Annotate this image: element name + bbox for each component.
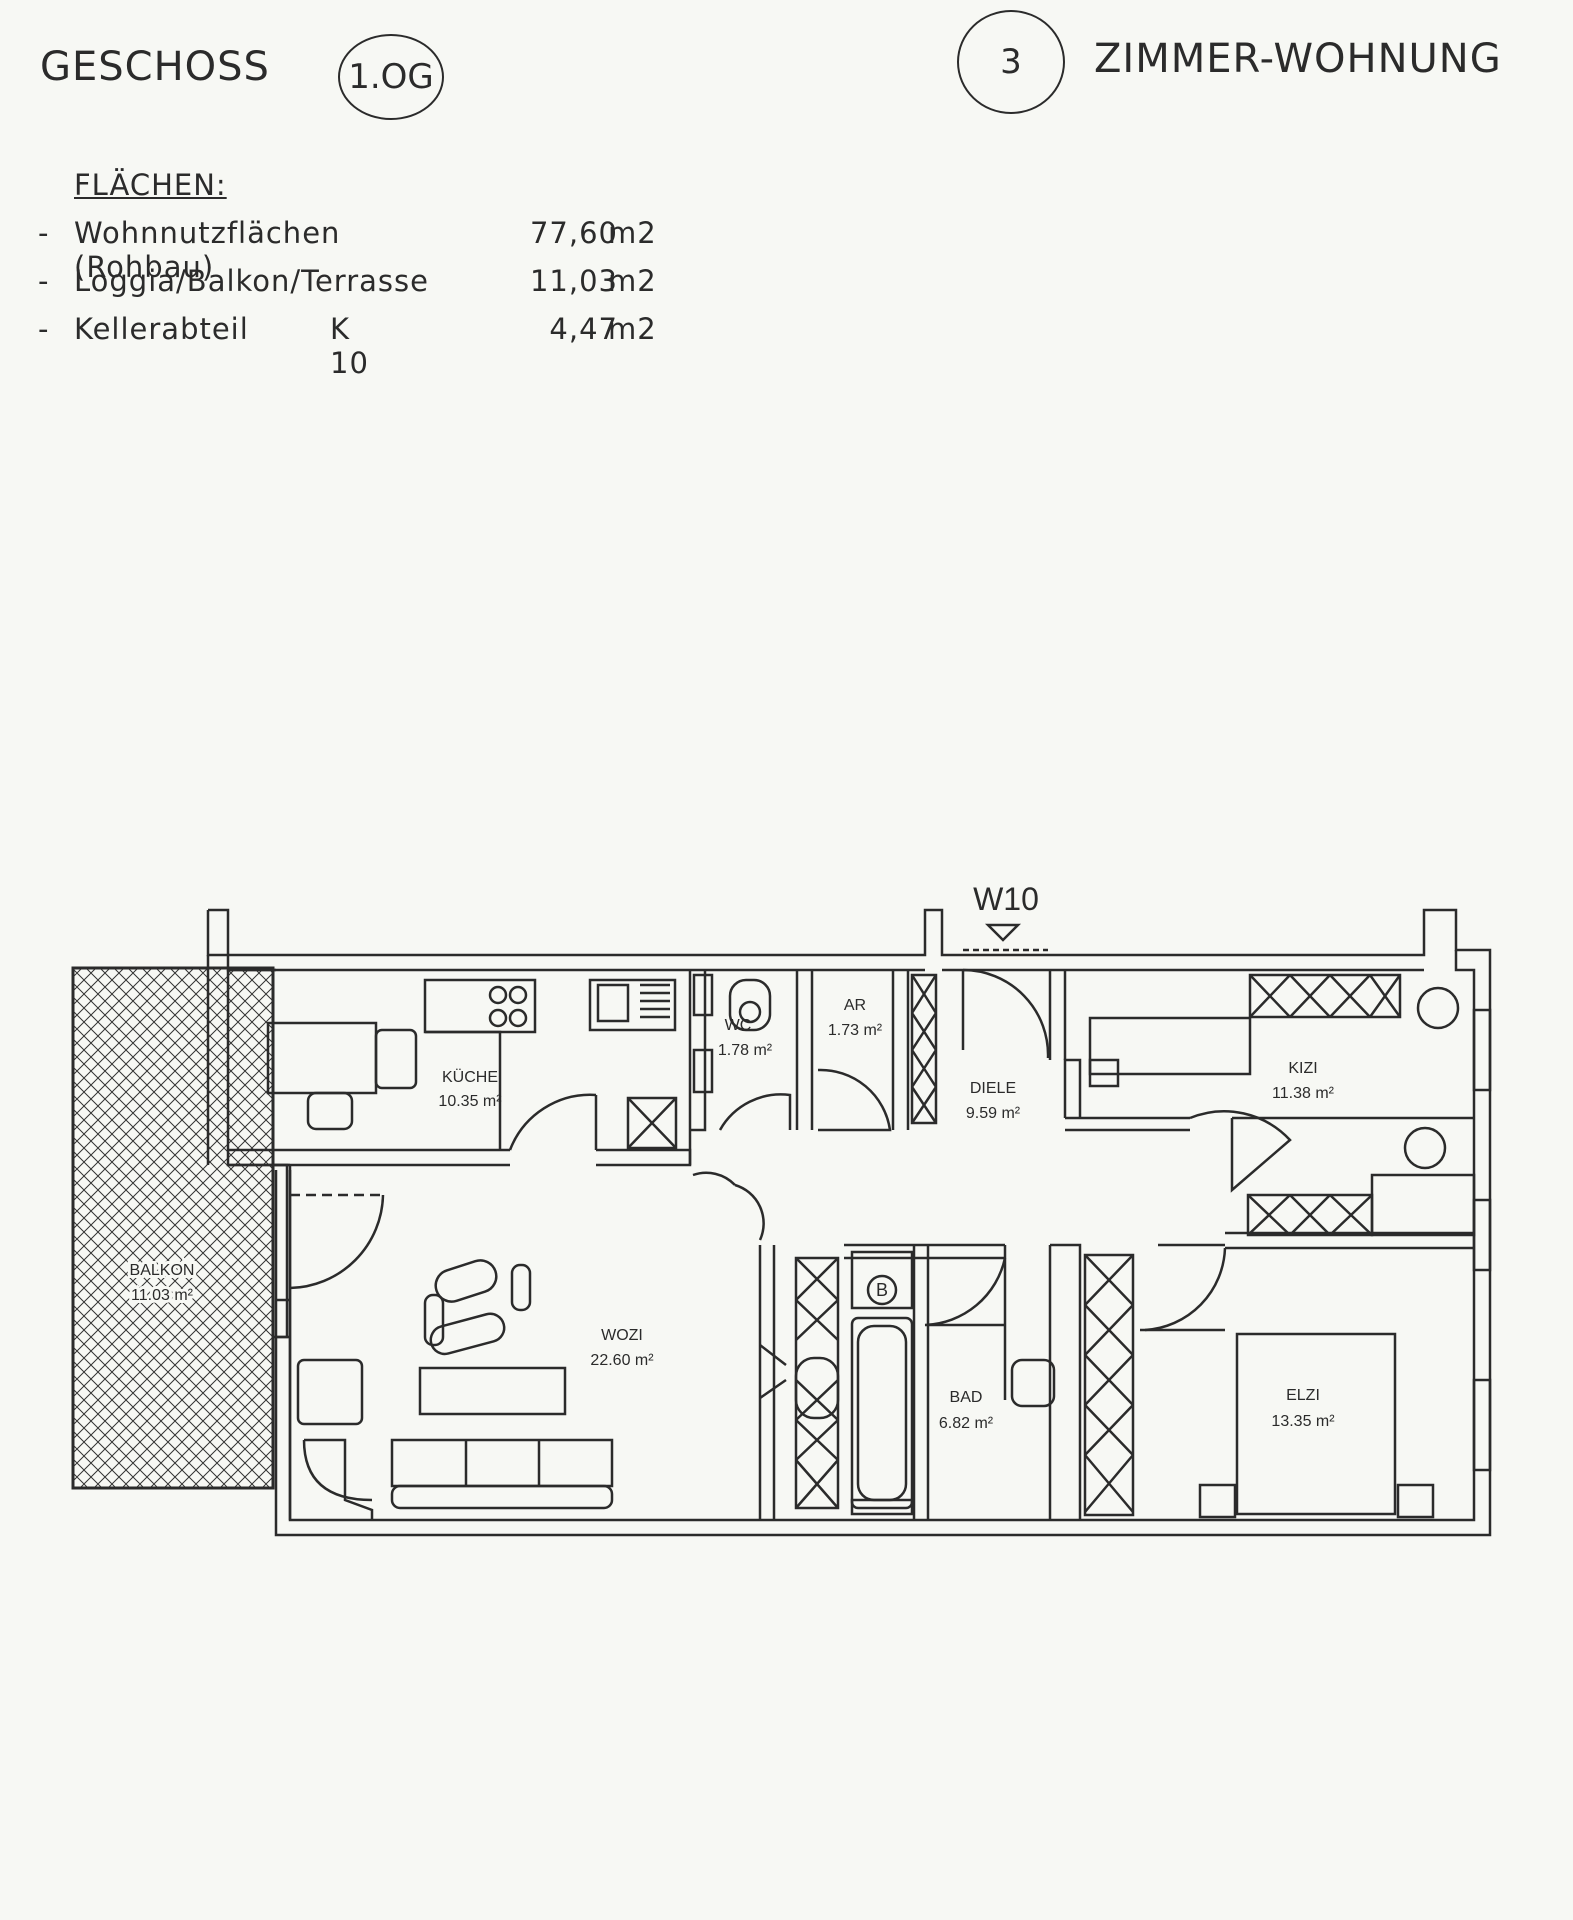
areas-section: FLÄCHEN: - Wohnnutzflächen (Rohbau) 77,6… <box>38 168 657 380</box>
area-unit: m2 <box>608 264 657 298</box>
area-value: 11,03 <box>529 264 618 298</box>
balcony-hatch <box>71 966 275 1490</box>
rooms-count-badge: 3 <box>957 10 1065 114</box>
room-area-kizi: 11.38 m² <box>1272 1085 1335 1102</box>
entry-door <box>961 968 1050 1059</box>
rooms-count: 3 <box>1000 42 1022 82</box>
room-name-ar: AR <box>844 997 866 1014</box>
room-area-diele: 9.59 m² <box>966 1105 1021 1122</box>
room-name-wozi: WOZI <box>601 1327 643 1344</box>
room-name-kueche: KÜCHE <box>442 1068 498 1086</box>
room-name-balkon: BALKON <box>130 1262 195 1279</box>
floor-value: 1.OG <box>348 57 434 97</box>
boiler-symbol: B <box>876 1280 888 1300</box>
room-area-balkon: 11.03 m² <box>131 1287 194 1304</box>
outer-wall <box>206 910 276 972</box>
floor-badge: 1.OG <box>338 34 444 120</box>
area-unit: m2 <box>608 216 657 250</box>
room-area-elzi: 13.35 m² <box>1271 1413 1335 1430</box>
area-label: Wohnnutzflächen (Rohbau) <box>74 216 341 284</box>
area-value: 4,47 <box>549 312 618 346</box>
room-area-wozi: 22.60 m² <box>590 1352 654 1369</box>
room-area-bad: 6.82 m² <box>939 1415 994 1432</box>
area-label: Kellerabteil <box>74 312 249 346</box>
area-row: - Kellerabteil K 10 4,47 m2 <box>38 312 657 380</box>
area-extra: K 10 <box>330 312 369 380</box>
room-area-wc: 1.78 m² <box>718 1042 773 1059</box>
area-row: - Loggia/Balkon/Terrasse 11,03 m2 <box>38 264 657 298</box>
area-value: 77,60 <box>529 216 618 250</box>
floor-label: GESCHOSS <box>40 44 270 90</box>
areas-title: FLÄCHEN: <box>74 168 227 202</box>
area-unit: m2 <box>608 312 657 346</box>
room-name-wc: WC <box>725 1017 752 1034</box>
room-name-kizi: KIZI <box>1288 1060 1317 1077</box>
area-label: Loggia/Balkon/Terrasse <box>74 264 429 298</box>
apartment-type: ZIMMER-WOHNUNG <box>1094 36 1502 82</box>
room-area-ar: 1.73 m² <box>828 1022 883 1039</box>
room-name-bad: BAD <box>950 1389 983 1406</box>
room-name-diele: DIELE <box>970 1080 1016 1097</box>
room-area-kueche: 10.35 m² <box>438 1093 502 1110</box>
unit-id: W10 <box>973 881 1039 917</box>
area-row: - Wohnnutzflächen (Rohbau) 77,60 m2 <box>38 216 657 284</box>
floor-plan: W10 KÜCHE 10.35 m² WC 1.78 m² AR 1.73 m²… <box>71 881 1492 1537</box>
room-name-elzi: ELZI <box>1286 1387 1320 1404</box>
